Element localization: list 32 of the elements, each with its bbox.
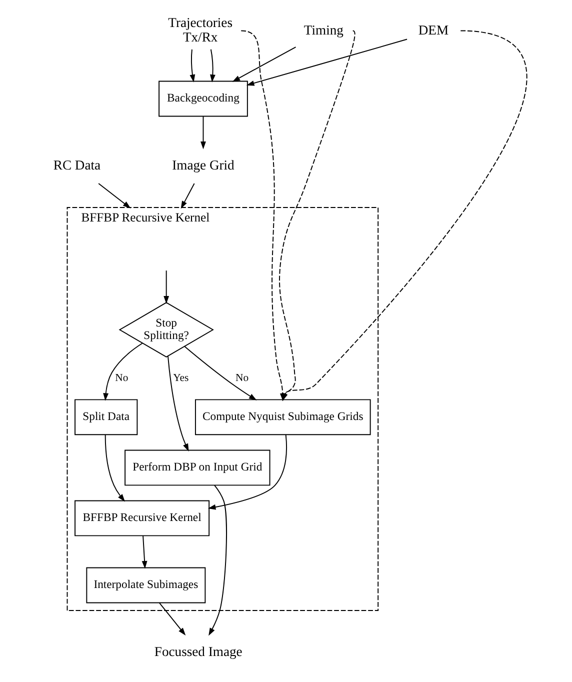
arrow <box>207 434 287 510</box>
arrow <box>232 46 296 82</box>
arrow <box>189 48 195 82</box>
arrow <box>158 602 186 636</box>
arrow <box>141 535 147 569</box>
node-box: Interpolate Subimages <box>86 567 206 604</box>
node-box: BFFBP Recursive Kernel <box>74 500 210 536</box>
arrow <box>208 484 226 636</box>
node-text: Timing <box>303 22 343 38</box>
arrow <box>104 434 125 502</box>
node-box: Compute Nyquist Subimage Grids <box>194 399 370 436</box>
arrow <box>200 116 206 150</box>
node-text: Trajectories Tx/Rx <box>168 15 232 45</box>
node-text: Image Grid <box>172 157 234 172</box>
arrow <box>184 346 256 400</box>
arrow <box>102 342 142 401</box>
arrow <box>167 356 188 452</box>
edge-label: No <box>235 372 248 384</box>
node-box: Backgeocoding <box>158 80 248 117</box>
node-text: Focussed Image <box>154 644 242 659</box>
arrow <box>246 38 408 86</box>
arrow <box>210 48 215 82</box>
node-diamond: Stop Splitting? <box>118 302 214 358</box>
node-box: Perform DBP on Input Grid <box>124 450 270 486</box>
node-text: DEM <box>418 22 448 38</box>
node-box: Split Data <box>74 399 138 436</box>
edge-label: No <box>114 372 128 384</box>
arrow <box>98 183 130 208</box>
edge-label: Yes <box>172 372 188 384</box>
arrow <box>163 270 169 304</box>
arrow <box>180 183 194 209</box>
node-text: RC Data <box>52 157 100 172</box>
